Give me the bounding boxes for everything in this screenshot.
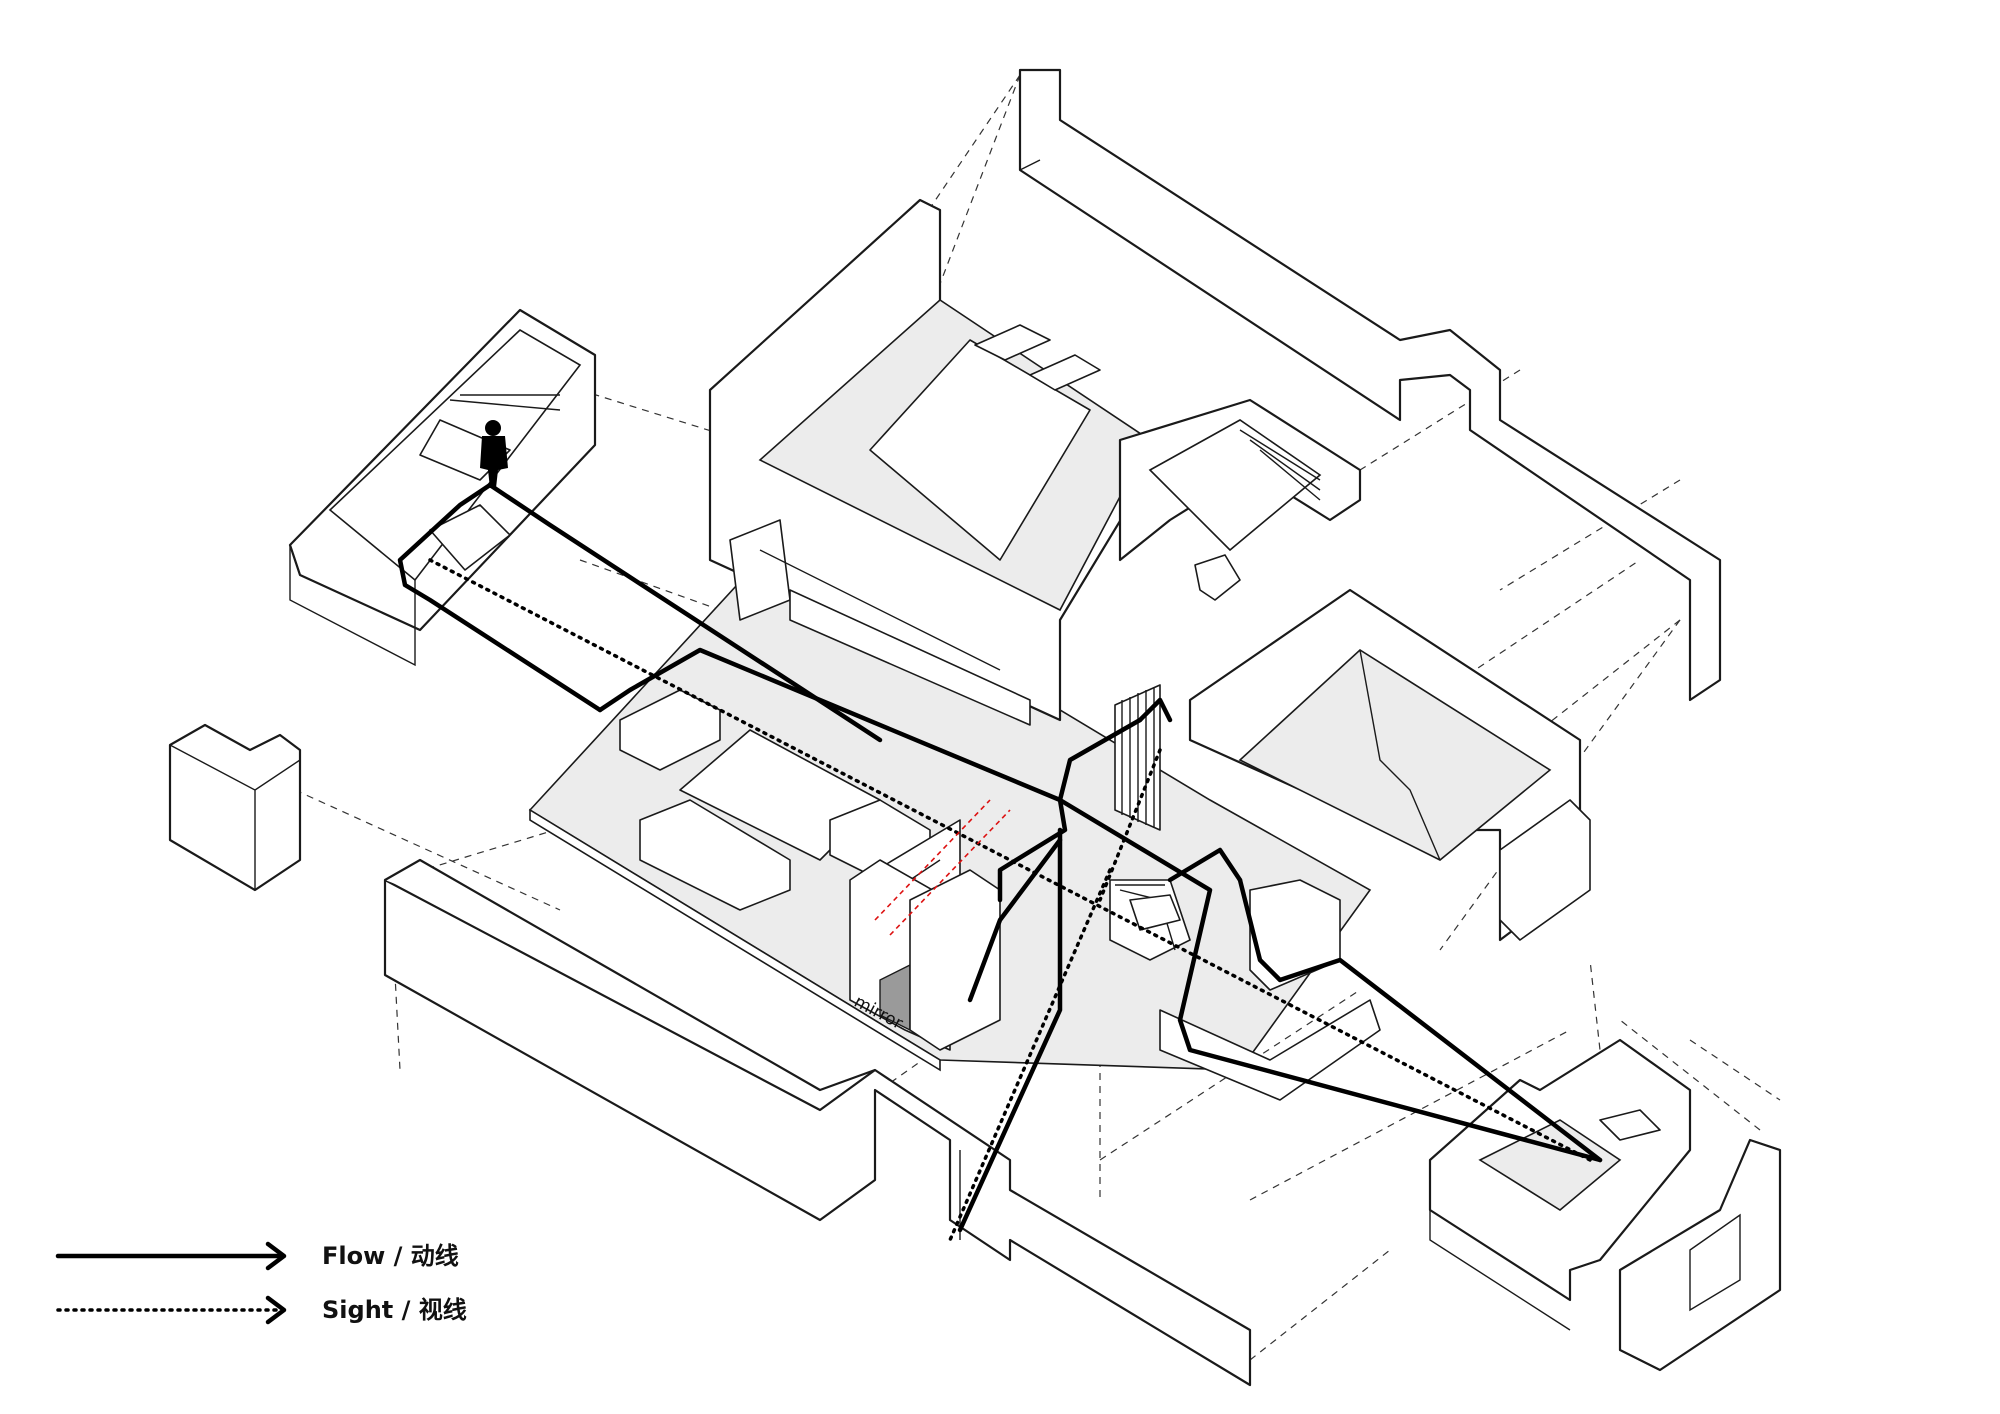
- legend-flow-arrow-icon: [265, 1241, 287, 1271]
- legend: Flow / 动线 Sight / 视线: [55, 1241, 467, 1325]
- slatted-screen: [1114, 684, 1161, 831]
- second-bedroom: [1188, 588, 1591, 942]
- kitchen: [1428, 1038, 1692, 1331]
- flow-path: [397, 482, 1603, 1233]
- balcony: [288, 308, 597, 667]
- legend-sight-label: Sight / 视线: [322, 1296, 467, 1324]
- vanity-block: [1109, 879, 1381, 1101]
- legend-flow-label: Flow / 动线: [322, 1242, 459, 1270]
- legend-sight-item: Sight / 视线: [56, 1295, 467, 1325]
- bathroom: [1118, 398, 1362, 601]
- wall-strip-bottom: [383, 858, 1252, 1387]
- wall-piece-right: [1618, 1138, 1782, 1372]
- wall-piece-left: [168, 723, 302, 892]
- legend-flow-item: Flow / 动线: [55, 1241, 459, 1271]
- legend-sight-arrow-icon: [265, 1295, 287, 1325]
- master-bedroom: [708, 198, 1162, 726]
- person-icon: [480, 420, 508, 488]
- red-sight-lines: [874, 799, 1011, 936]
- sight-path: [428, 558, 1592, 1242]
- wall-block-top-right: [1018, 68, 1722, 702]
